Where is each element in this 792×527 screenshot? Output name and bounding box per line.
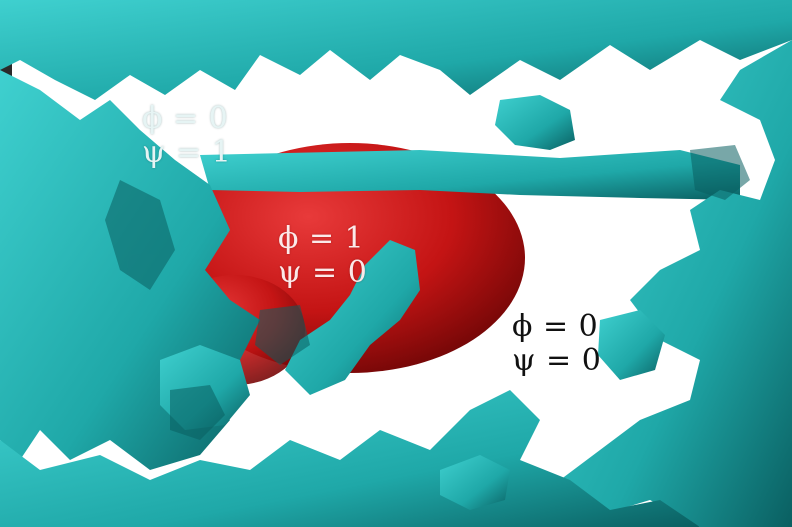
shadow-right-hub <box>690 145 750 200</box>
label-droplet-psi: ψ = 0 <box>278 255 368 290</box>
shadow-lower-left <box>170 385 225 440</box>
solid-horizontal-bridge <box>200 150 740 200</box>
solid-top-band <box>0 0 792 100</box>
label-pore-space: ϕ = 0 ψ = 0 <box>512 310 601 378</box>
shadow-droplet-contact <box>255 305 310 365</box>
label-droplet-phi: ϕ = 1 <box>278 221 365 256</box>
label-pore-psi: ψ = 0 <box>512 343 602 378</box>
solid-central-spike <box>285 240 420 395</box>
solid-blob-right-mid <box>598 310 665 380</box>
label-solid-phi: ϕ = 0 <box>142 101 229 136</box>
shadow-left-column <box>105 180 175 290</box>
label-solid-phase: ϕ = 0 ψ = 1 <box>142 102 231 170</box>
solid-blob-upper-middle <box>495 95 575 150</box>
label-pore-phi: ϕ = 0 <box>512 309 599 344</box>
solid-bottom-band <box>0 390 700 527</box>
solid-blob-lower-mid <box>440 455 510 510</box>
label-droplet: ϕ = 1 ψ = 0 <box>278 222 367 290</box>
label-solid-psi: ψ = 1 <box>142 135 232 170</box>
solid-right-network <box>560 40 792 527</box>
solid-shadows <box>105 145 750 440</box>
